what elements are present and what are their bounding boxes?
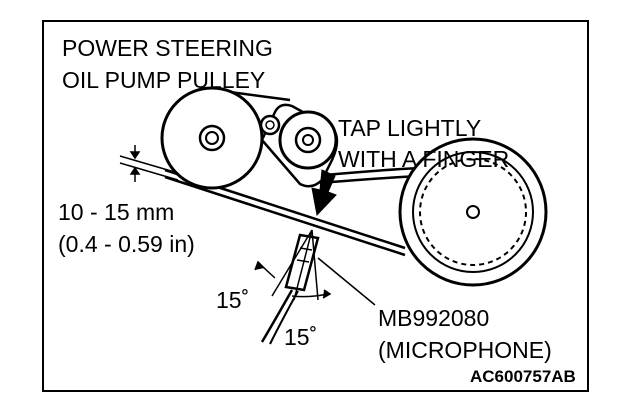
- pulley-label-line1: POWER STEERING: [62, 35, 273, 61]
- angle-label-lower: 15˚: [284, 324, 318, 350]
- pulley-label-line2: OIL PUMP PULLEY: [62, 67, 266, 93]
- angle-indicator: [254, 229, 332, 301]
- angle-label-upper: 15˚: [216, 287, 250, 313]
- tap-label-line1: TAP LIGHTLY: [338, 115, 482, 141]
- deflection-dimension: [119, 145, 179, 182]
- power-steering-pulley: [160, 86, 264, 190]
- deflection-label-line2: (0.4 - 0.59 in): [58, 231, 195, 257]
- tap-arrow: [311, 169, 337, 217]
- tool-label-line1: MB992080: [378, 305, 490, 331]
- tool-leader-line: [317, 257, 376, 306]
- crankshaft-pulley: [398, 137, 548, 287]
- idler-pulley: [259, 103, 339, 188]
- figure-reference-code: AC600757AB: [470, 367, 576, 386]
- tool-label-line2: (MICROPHONE): [378, 337, 552, 363]
- deflection-label-line1: 10 - 15 mm: [58, 199, 175, 225]
- tap-label-line2: WITH A FINGER: [338, 146, 510, 172]
